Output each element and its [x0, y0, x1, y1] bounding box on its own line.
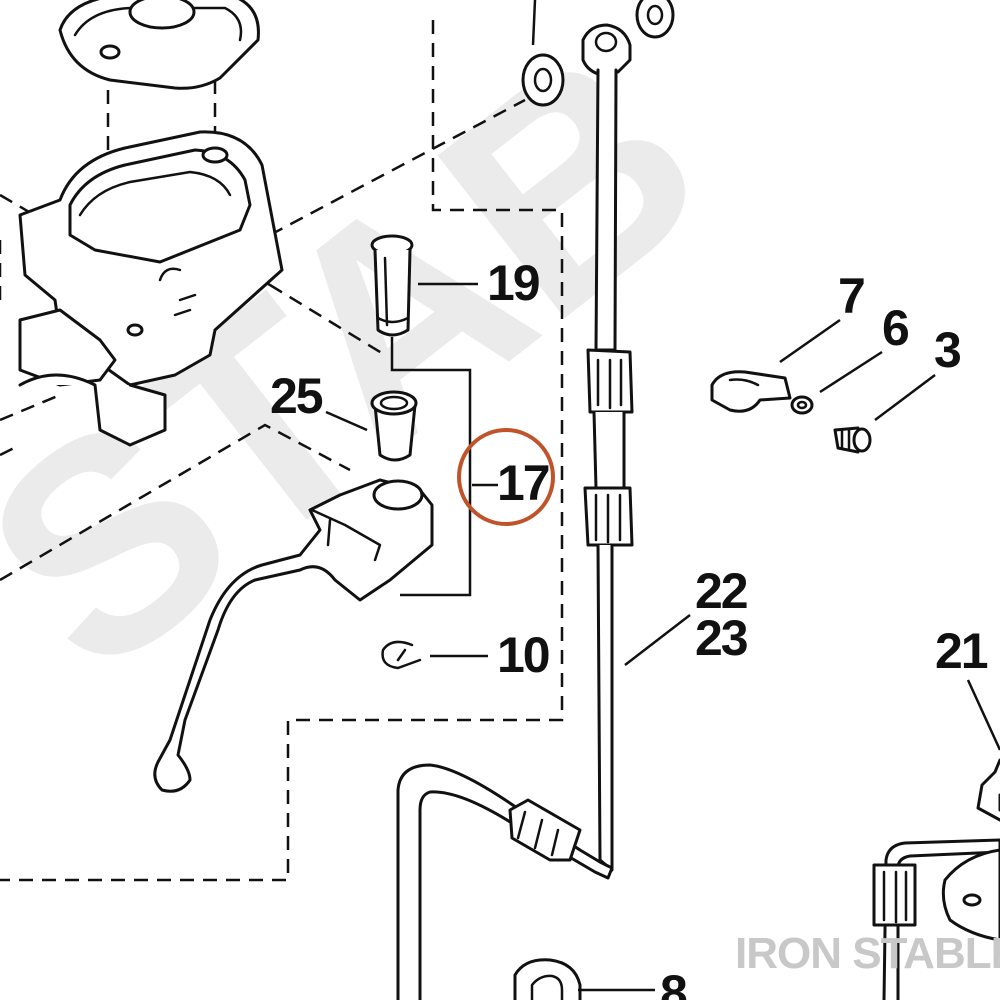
callout-19: 19: [487, 255, 539, 311]
brake-lever: [153, 478, 434, 793]
callout-8: 8: [660, 965, 687, 1000]
leader-lines: [325, 0, 1000, 992]
lower-brake-line: [872, 758, 1000, 1000]
pivot-pin: [370, 234, 414, 337]
callout-25: 25: [270, 368, 323, 424]
reservoir-cover: [58, 0, 260, 90]
lock-washer: [790, 395, 814, 415]
callout-3: 3: [934, 322, 960, 378]
banjo-washers: [521, 0, 675, 107]
clamp-screw: [833, 426, 872, 454]
highlight-circle-17: [457, 428, 555, 526]
callout-7: 7: [838, 268, 864, 324]
retaining-clip: [381, 640, 422, 670]
callout-labels: 19 25 17 10 7 6 3 22 23 21 8: [270, 255, 990, 1000]
cable-clamp: [710, 370, 792, 413]
callout-17: 17: [497, 455, 549, 511]
callout-6: 6: [882, 300, 908, 356]
brake-line: [396, 23, 634, 1000]
callout-21: 21: [935, 623, 988, 679]
brand-watermark: IRON STABLE: [735, 929, 1000, 978]
bottom-clamp: [513, 958, 582, 1000]
pivot-bushing: [370, 390, 418, 462]
callout-10: 10: [497, 627, 549, 683]
callout-22: 22: [695, 563, 747, 619]
callout-23: 23: [695, 610, 747, 666]
master-cylinder-body: [18, 130, 284, 447]
